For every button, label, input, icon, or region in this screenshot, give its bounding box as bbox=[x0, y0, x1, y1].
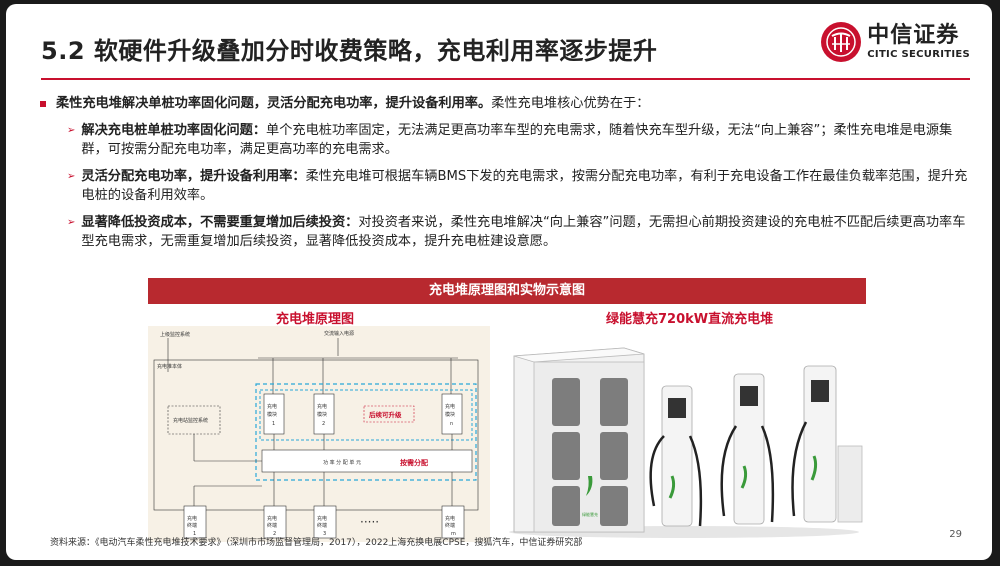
main-bullet-normal: 柔性充电堆核心优势在于： bbox=[491, 96, 650, 111]
source-note: 资料来源：《电动汽车柔性充电堆技术要求》（深圳市市场监督管理局，2017），20… bbox=[50, 538, 583, 548]
sub-bullet-1-text: 单个充电桩功率固定，无法满足更高功率车型的充电需求，随着快充车型升级，无法“向上… bbox=[81, 122, 953, 158]
sub-bullet-1-bold: 解决充电桩单桩功率固化问题： bbox=[81, 122, 267, 138]
arrow-bullet-icon: ➢ bbox=[67, 170, 76, 182]
module-1-num: 1 bbox=[272, 421, 275, 427]
module-2-line-b: 模块 bbox=[317, 411, 327, 418]
charging-stack-photo: 绿能慧充 bbox=[504, 326, 866, 542]
logo-en-text: CITIC SECURITIES bbox=[867, 48, 970, 60]
terminal-2-num: 2 bbox=[273, 531, 276, 537]
station-monitor-label: 充电站监控系统 bbox=[173, 417, 208, 424]
power-unit-label: 功 率 分 配 单 元 bbox=[323, 459, 361, 466]
arrow-bullet-icon: ➢ bbox=[67, 216, 76, 228]
sub-bullet-2-text: 柔性充电堆可根据车辆BMS下发的充电需求，按需分配充电功率，有利于充电设备工作在… bbox=[81, 168, 968, 204]
citic-logo-icon bbox=[821, 22, 862, 62]
module-n-line-b: 模块 bbox=[445, 411, 455, 418]
page-title: 5.2 软硬件升级叠加分时收费策略，充电利用率逐步提升 bbox=[41, 37, 658, 65]
on-demand-label: 按需分配 bbox=[400, 458, 428, 467]
page-number: 29 bbox=[949, 529, 962, 540]
figure-header: 充电堆原理图和实物示意图 bbox=[148, 278, 866, 304]
terminal-3-num: 3 bbox=[323, 531, 326, 537]
photo-brand-label: 绿能慧充 bbox=[582, 511, 598, 517]
sub-bullet-3-bold: 显著降低投资成本，不需要重复增加后续投资： bbox=[81, 214, 359, 230]
terminal-3-a: 充电 bbox=[317, 515, 327, 522]
main-bullet-bold: 柔性充电堆解决单桩功率固化问题，灵活分配充电功率，提升设备利用率。 bbox=[56, 96, 492, 111]
terminal-1-a: 充电 bbox=[187, 515, 197, 522]
logo-cn-text: 中信证券 bbox=[867, 22, 960, 48]
main-bullet: 柔性充电堆解决单桩功率固化问题，灵活分配充电功率，提升设备利用率。柔性充电堆核心… bbox=[32, 94, 972, 114]
sub-bullet-2: ➢ 灵活分配充电功率，提升设备利用率：柔性充电堆可根据车辆BMS下发的充电需求，… bbox=[32, 167, 972, 206]
arrow-bullet-icon: ➢ bbox=[67, 124, 76, 136]
terminal-2-b: 终端 bbox=[267, 522, 277, 529]
top-label-ac: 交流输入电源 bbox=[324, 330, 354, 337]
terminal-m-b: 终端 bbox=[445, 522, 455, 529]
content-body: 柔性充电堆解决单桩功率固化问题，灵活分配充电功率，提升设备利用率。柔性充电堆核心… bbox=[32, 86, 972, 252]
upgrade-label: 后续可升级 bbox=[369, 410, 402, 419]
module-n-num: n bbox=[450, 421, 453, 427]
terminal-m-num: m bbox=[451, 531, 456, 537]
diagram-title: 充电堆原理图 bbox=[276, 312, 355, 327]
slide: 5.2 软硬件升级叠加分时收费策略，充电利用率逐步提升 中信证券 CITIC S… bbox=[6, 4, 992, 560]
terminal-1-num: 1 bbox=[193, 531, 196, 537]
stack-body-label: 充电堆本体 bbox=[157, 363, 182, 370]
module-2-num: 2 bbox=[322, 421, 325, 427]
photo-title: 绿能慧充720kW直流充电堆 bbox=[606, 312, 774, 327]
terminal-2-a: 充电 bbox=[267, 515, 277, 522]
sub-bullet-1: ➢ 解决充电桩单桩功率固化问题：单个充电桩功率固定，无法满足更高功率车型的充电需… bbox=[32, 121, 972, 160]
terminal-3-b: 终端 bbox=[317, 522, 327, 529]
charging-stack-diagram: 上级监控系统 交流输入电源 充电堆本体 充电站监控系统 充电 模块 1 bbox=[148, 326, 490, 542]
top-label-monitor: 上级监控系统 bbox=[160, 331, 190, 338]
sub-bullet-3-text: 对投资者来说，柔性充电堆解决“向上兼容”问题，无需担心前期投资建设的充电桩不匹配… bbox=[81, 214, 966, 250]
sub-bullet-2-bold: 灵活分配充电功率，提升设备利用率： bbox=[81, 168, 306, 184]
figure: 充电堆原理图和实物示意图 充电堆原理图 绿能慧充720kW直流充电堆 上级监控系… bbox=[148, 278, 866, 542]
module-2-line-a: 充电 bbox=[317, 403, 327, 410]
title-rule bbox=[41, 78, 970, 80]
terminal-1-b: 终端 bbox=[187, 522, 197, 529]
terminal-m-a: 充电 bbox=[445, 515, 455, 522]
module-n-line-a: 充电 bbox=[445, 403, 455, 410]
module-1-line-b: 模块 bbox=[267, 411, 277, 418]
terminal-dots: ····· bbox=[360, 515, 379, 529]
sub-bullet-3: ➢ 显著降低投资成本，不需要重复增加后续投资：对投资者来说，柔性充电堆解决“向上… bbox=[32, 213, 972, 252]
citic-logo: 中信证券 CITIC SECURITIES bbox=[821, 22, 970, 62]
module-1-line-a: 充电 bbox=[267, 403, 277, 410]
square-bullet-icon bbox=[40, 101, 46, 107]
